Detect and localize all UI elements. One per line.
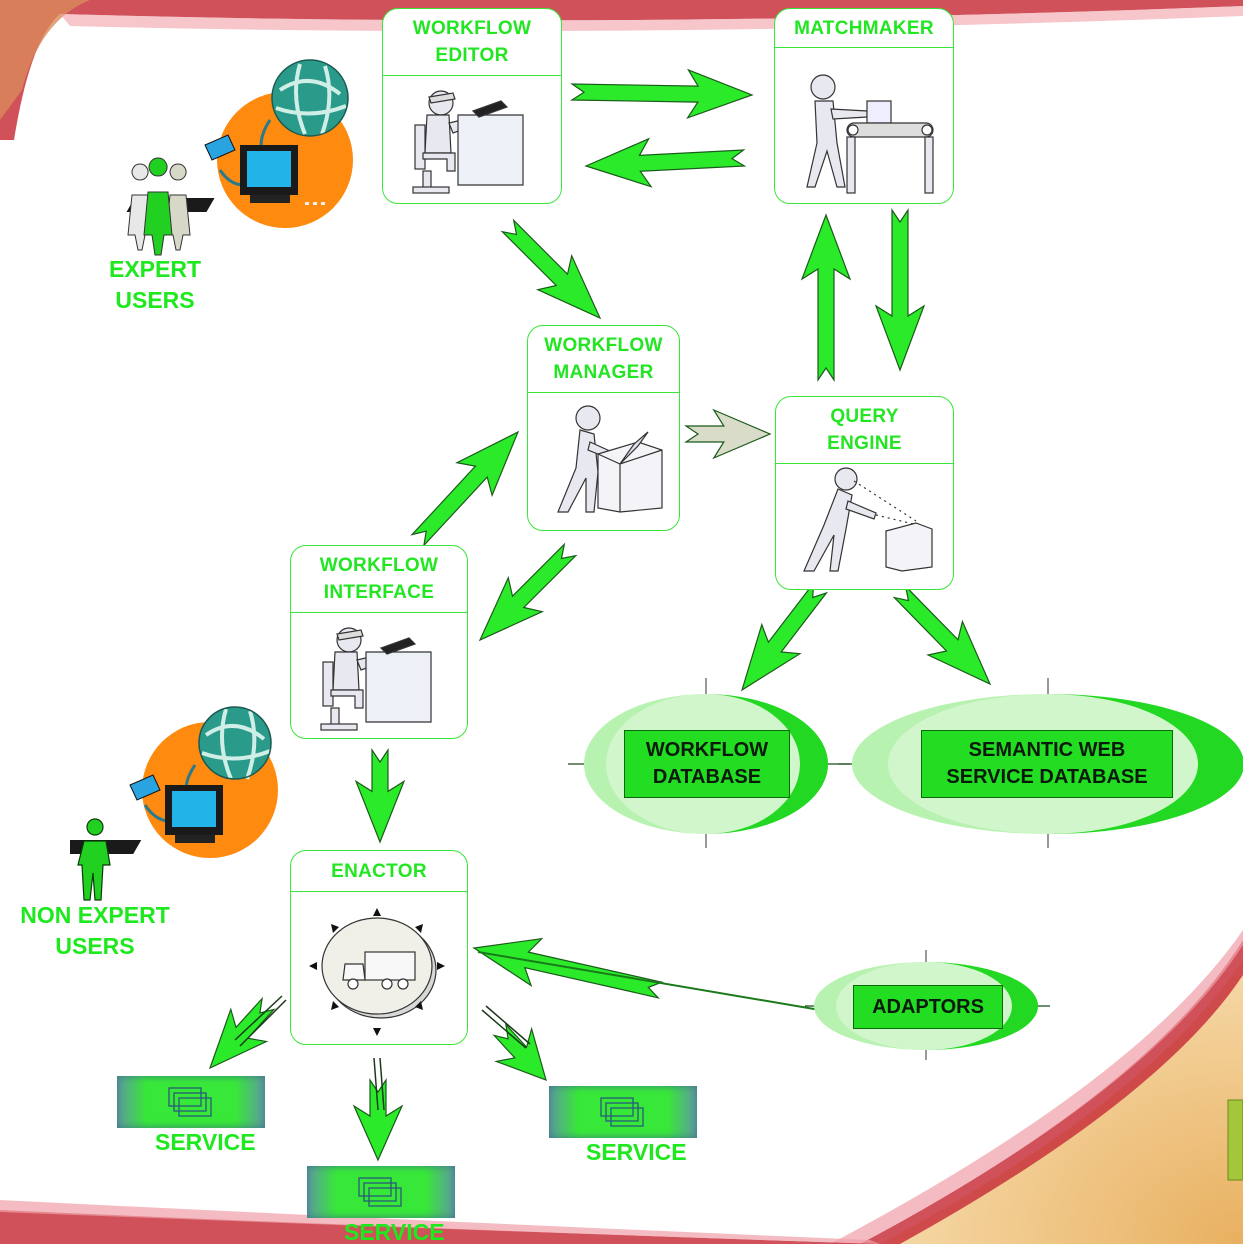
query-to-workflow-db-arrow xyxy=(740,581,829,692)
query-to-semantic-db-arrow xyxy=(892,584,992,686)
enactor-to-service-right-arrow xyxy=(492,1022,547,1081)
workflow-editor-label: WORKFLOW EDITOR xyxy=(383,9,561,76)
matchmaker-box[interactable]: MATCHMAKER xyxy=(774,8,954,204)
service-label-middle: SERVICE xyxy=(344,1219,445,1245)
manager-to-interface-arrow xyxy=(478,542,578,642)
service-label-left: SERVICE xyxy=(155,1129,256,1155)
expert-users-illustration xyxy=(126,59,353,256)
manager-to-query-arrow xyxy=(684,408,772,460)
enactor-to-service-mid-arrow xyxy=(352,1078,404,1162)
user-group-icon xyxy=(127,157,191,256)
matchmaker-to-query-arrow xyxy=(874,208,926,372)
workflow-database-label[interactable]: WORKFLOW DATABASE xyxy=(624,730,790,798)
stacked-windows-icon xyxy=(358,1177,402,1207)
workflow-interface-box[interactable]: WORKFLOW INTERFACE xyxy=(290,545,468,739)
person-pulling-box-icon xyxy=(803,467,933,572)
person-at-desk-icon xyxy=(412,90,524,194)
workflow-interface-label: WORKFLOW INTERFACE xyxy=(291,546,467,613)
enactor-label: ENACTOR xyxy=(291,851,467,892)
editor-to-manager-arrow xyxy=(500,218,602,320)
connector-line xyxy=(477,951,821,1011)
delivery-truck-icon xyxy=(309,908,445,1036)
query-engine-label: QUERY ENGINE xyxy=(776,397,953,464)
editor-to-matchmaker-arrow xyxy=(569,68,754,120)
semantic-web-service-database-label[interactable]: SEMANTIC WEB SERVICE DATABASE xyxy=(921,730,1173,798)
workflow-manager-box[interactable]: WORKFLOW MANAGER xyxy=(527,325,680,531)
matchmaker-label: MATCHMAKER xyxy=(775,9,953,48)
query-to-matchmaker-arrow xyxy=(800,213,852,382)
computer-icon xyxy=(70,774,223,854)
interface-to-manager-arrow xyxy=(410,430,520,548)
service-box-left[interactable] xyxy=(117,1076,265,1128)
stacked-windows-icon xyxy=(168,1087,212,1117)
matchmaker-to-editor-arrow xyxy=(584,137,747,188)
service-box-right[interactable] xyxy=(549,1086,697,1138)
adaptors-label[interactable]: ADAPTORS xyxy=(853,985,1003,1029)
service-box-middle[interactable] xyxy=(307,1166,455,1218)
expert-users-label: EXPERT USERS xyxy=(108,256,202,313)
stacked-windows-icon xyxy=(600,1097,644,1127)
corner-cube-icon xyxy=(1228,1100,1243,1180)
workflow-manager-label: WORKFLOW MANAGER xyxy=(528,326,679,393)
single-user-icon xyxy=(77,818,111,901)
globe-icon xyxy=(271,59,349,137)
person-at-conveyor-icon xyxy=(806,74,934,194)
globe-icon xyxy=(198,706,272,780)
interface-to-enactor-arrow xyxy=(354,748,406,844)
person-pushing-box-icon xyxy=(557,405,663,513)
person-at-desk-icon xyxy=(320,627,432,731)
service-label-right: SERVICE xyxy=(586,1139,687,1165)
non-expert-users-illustration xyxy=(70,706,278,901)
enactor-box[interactable]: ENACTOR xyxy=(290,850,468,1045)
workflow-editor-box[interactable]: WORKFLOW EDITOR xyxy=(382,8,562,204)
non-expert-users-label: NON EXPERT USERS xyxy=(20,902,170,959)
query-engine-box[interactable]: QUERY ENGINE xyxy=(775,396,954,590)
